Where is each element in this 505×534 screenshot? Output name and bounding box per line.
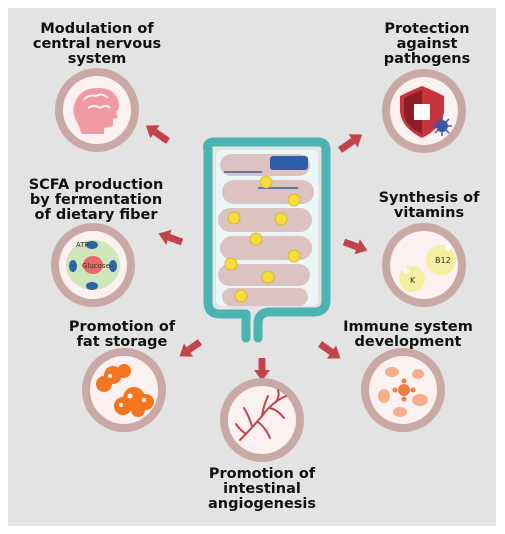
label-pathogens: Protection against pathogens — [383, 21, 471, 67]
shield-icon — [382, 69, 466, 153]
cell-icon: ATP Glucose — [51, 223, 135, 307]
vitamin-icon: B12 K — [382, 223, 466, 307]
label-immune: Immune system development — [343, 319, 473, 350]
arrow-icon — [145, 125, 368, 381]
label-vitamins: Synthesis of vitamins — [378, 190, 480, 221]
intestine-icon — [203, 137, 331, 343]
label-cns: Modulation of central nervous system — [32, 21, 162, 67]
k-label: K — [410, 276, 416, 285]
atp-label: ATP — [76, 241, 89, 249]
label-fat: Promotion of fat storage — [68, 319, 176, 350]
blood-vessel-icon — [220, 378, 304, 462]
fat-cells-icon — [82, 348, 166, 432]
brain-icon — [55, 68, 139, 152]
glucose-label: Glucose — [82, 262, 110, 270]
immune-cells-icon — [361, 348, 445, 432]
b12-label: B12 — [435, 256, 451, 265]
label-scfa: SCFA production by fermentation of dieta… — [28, 177, 164, 223]
label-angio: Promotion of intestinal angiogenesis — [207, 466, 317, 512]
